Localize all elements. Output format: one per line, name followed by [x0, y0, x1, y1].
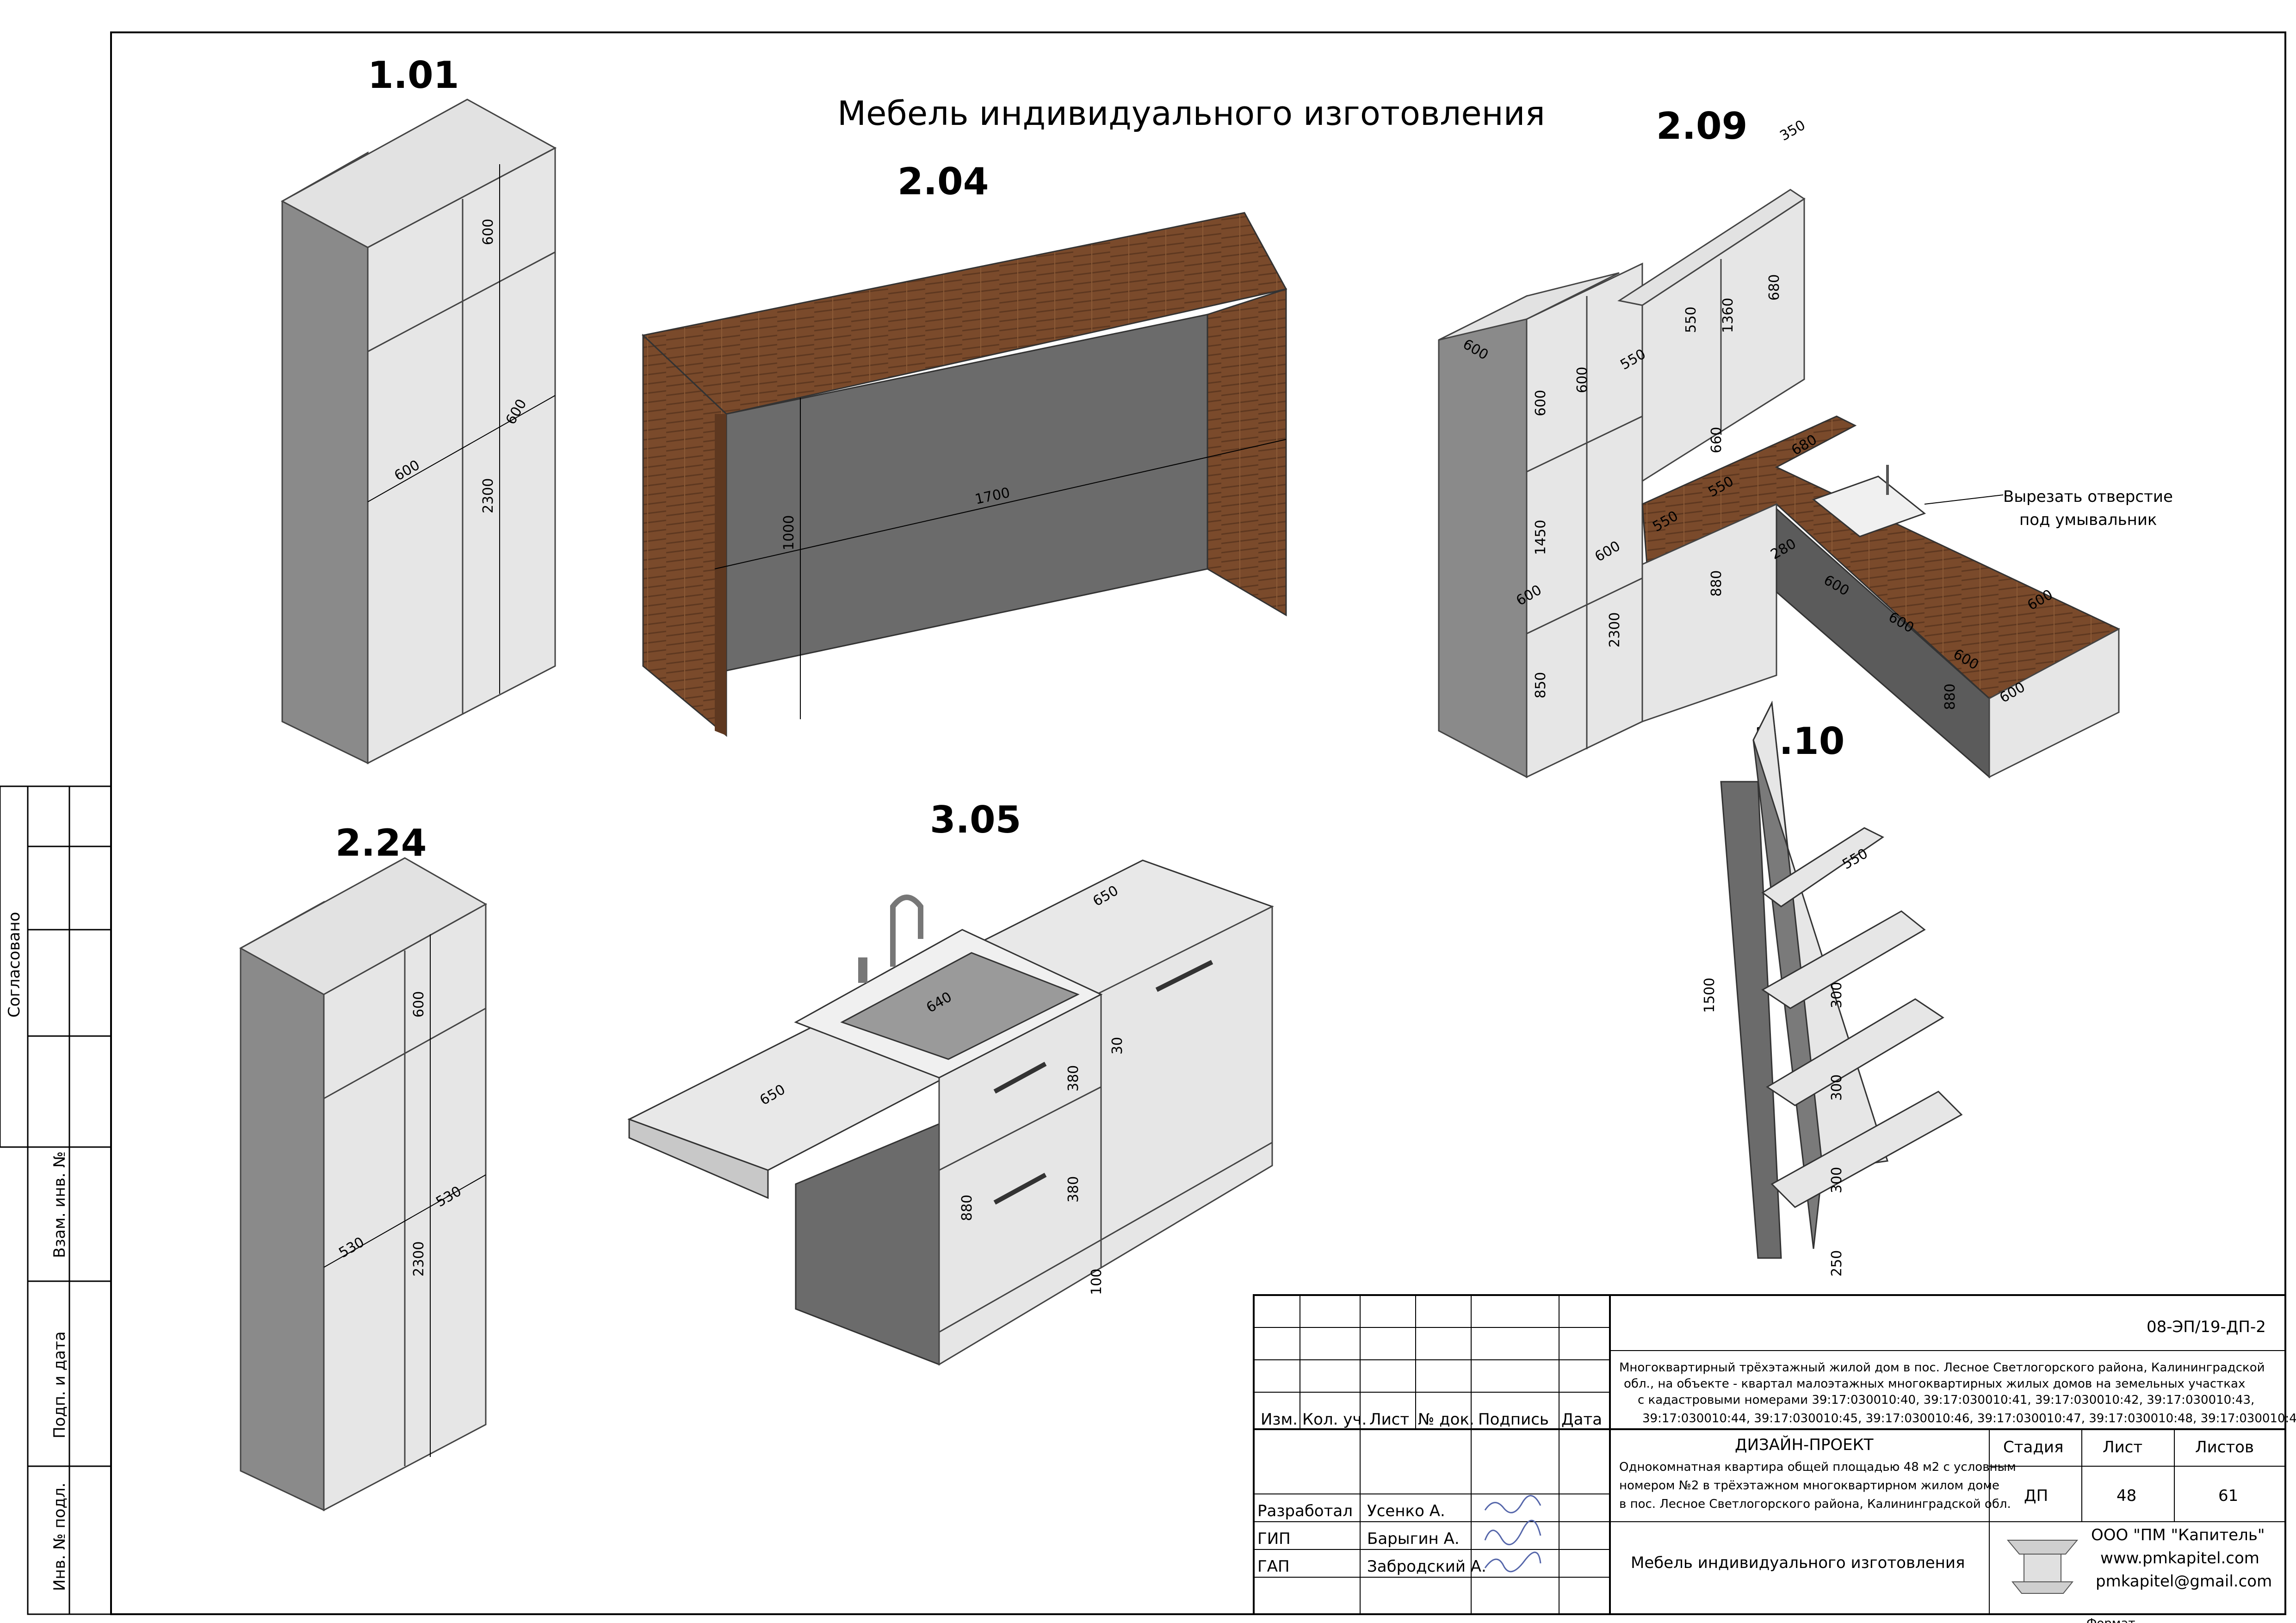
role-2: ГИП [1257, 1530, 1291, 1548]
inv-orig-label: Инв. № подл. [50, 1482, 69, 1591]
design-line-1: Однокомнатная квартира общей площадью 48… [1619, 1460, 2016, 1474]
dim-1360: 1360 [1720, 298, 1736, 333]
dim-1000: 1000 [781, 515, 797, 550]
sink-note-1: Вырезать отверстие [2003, 488, 2173, 506]
dim-1500: 1500 [1702, 978, 1718, 1013]
name-3: Забродский А. [1367, 1557, 1486, 1576]
item-number: 2.09 [1656, 105, 1747, 148]
dim-550-b: 550 [1683, 307, 1699, 333]
dim-1450: 1450 [1533, 520, 1549, 555]
sink-note-2: под умывальник [2019, 511, 2157, 529]
item-3-10: 3.10 550 1500 300 300 300 250 [1702, 700, 1963, 1277]
sheets-label: Листов [2195, 1438, 2254, 1456]
col-date: Дата [1561, 1410, 1602, 1429]
signature-1 [1484, 1495, 1541, 1513]
name-2: Барыгин А. [1367, 1530, 1460, 1548]
col-kol: Кол. уч. [1302, 1410, 1367, 1429]
side-stamp: Согласовано Взам. инв. № Подп. и дата Ин… [0, 785, 112, 1615]
design-line-3: в пос. Лесное Светлогорского района, Кал… [1619, 1497, 2011, 1511]
company-website: www.pmkapitel.com [2100, 1549, 2259, 1567]
format-label: Формат [2086, 1617, 2135, 1623]
item-3-05: 3.05 650 640 650 30 380 380 880 100 [627, 798, 1274, 1366]
dim-350: 350 [1777, 117, 1808, 144]
role-3: ГАП [1257, 1557, 1290, 1576]
project-line-2: обл., на объекте - квартал малоэтажных м… [1624, 1377, 2245, 1391]
inv-zam-label: Взам. инв. № [50, 1151, 69, 1258]
dim-600-c: 600 [1574, 367, 1590, 393]
dim-300-a: 300 [1829, 982, 1845, 1008]
dim-600-top: 600 [480, 219, 496, 245]
company-logo [2006, 1540, 2079, 1594]
item-number: 2.24 [335, 821, 427, 864]
dim-880: 880 [959, 1195, 975, 1221]
item-number: 2.04 [897, 160, 989, 203]
project-line-1: Многоквартирный трёхэтажный жилой дом в … [1619, 1361, 2265, 1375]
sheet-title: Мебель индивидуального изготовления [837, 94, 1545, 133]
dim-600: 600 [411, 991, 427, 1018]
dim-380-a: 380 [1065, 1065, 1082, 1092]
stage-label: Стадия [2003, 1438, 2063, 1456]
project-line-3: с кадастровыми номерами 39:17:030010:40,… [1638, 1393, 2254, 1407]
drawing-name: Мебель индивидуального изготовления [1631, 1554, 1965, 1572]
item-2-09: 2.09 Вырезать отверстие под умывальник 3… [1438, 105, 2173, 779]
dim-300-b: 300 [1829, 1074, 1845, 1101]
design-title: ДИЗАЙН-ПРОЕКТ [1735, 1435, 1874, 1454]
dim-600-b: 600 [1533, 390, 1549, 416]
dim-380-b: 380 [1065, 1176, 1082, 1203]
item-number: 1.01 [368, 54, 459, 97]
sign-date-label: Подп. и дата [50, 1331, 69, 1438]
dim-100: 100 [1089, 1269, 1105, 1295]
name-1: Усенко А. [1367, 1502, 1445, 1520]
project-line-4: 39:17:030010:44, 39:17:030010:45, 39:17:… [1642, 1412, 2296, 1426]
col-izm: Изм. [1261, 1410, 1298, 1429]
project-code: 08-ЭП/19-ДП-2 [2147, 1318, 2266, 1336]
dim-2300: 2300 [480, 478, 496, 513]
sheet-value: 48 [2117, 1487, 2136, 1505]
signature-2 [1484, 1520, 1541, 1545]
company-name: ООО "ПМ "Капитель" [2091, 1526, 2265, 1544]
item-number: 3.05 [930, 798, 1021, 841]
dim-850: 850 [1533, 672, 1549, 698]
agreed-label: Согласовано [5, 912, 24, 1018]
title-block: Изм. Кол. уч. Лист № док. Подпись Дата Р… [1253, 1294, 2296, 1615]
col-sign: Подпись [1478, 1410, 1549, 1429]
dim-660: 660 [1708, 427, 1725, 453]
dim-300-c: 300 [1829, 1167, 1845, 1193]
col-list: Лист [1369, 1410, 1409, 1429]
item-2-04: 2.04 1700 1000 [641, 160, 1287, 737]
signature-3 [1484, 1551, 1541, 1573]
company-email: pmkapitel@gmail.com [2096, 1572, 2272, 1591]
dim-880-b: 880 [1942, 684, 1958, 710]
design-line-2: номером №2 в трёхэтажном многоквартирном… [1619, 1479, 1999, 1493]
item-1-01: 1.01 600 600 600 2300 [280, 54, 557, 765]
item-2-24: 2.24 600 530 530 2300 [239, 821, 488, 1512]
role-1: Разработал [1257, 1502, 1353, 1520]
dim-880-a: 880 [1708, 570, 1725, 597]
col-doc: № док. [1418, 1410, 1474, 1429]
dim-2300: 2300 [1607, 612, 1623, 648]
dim-2300: 2300 [411, 1241, 427, 1277]
stage-value: ДП [2024, 1487, 2048, 1505]
dim-680-a: 680 [1766, 274, 1782, 301]
dim-30: 30 [1109, 1037, 1126, 1055]
dim-250: 250 [1829, 1250, 1845, 1277]
sheets-value: 61 [2218, 1487, 2238, 1505]
sheet-label: Лист [2103, 1438, 2142, 1456]
